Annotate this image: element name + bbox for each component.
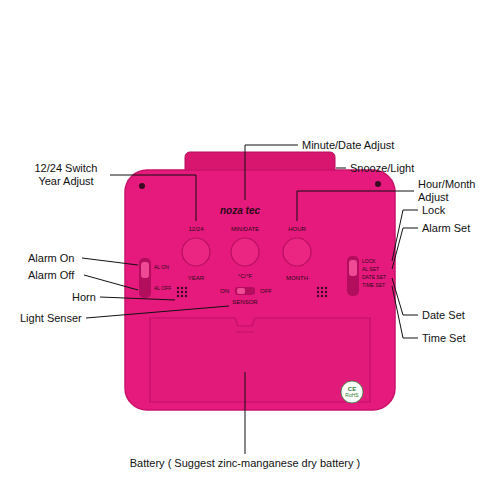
leader-line <box>110 175 196 221</box>
ce-sticker <box>341 381 363 403</box>
slide-switch <box>347 256 359 296</box>
sensor-switch <box>235 287 255 295</box>
speaker-grid <box>317 287 327 297</box>
switch-print: AL SET <box>362 267 379 273</box>
button-print: HOUR <box>288 226 306 233</box>
leader-line <box>82 258 138 265</box>
button-print: 12/24 <box>188 226 203 233</box>
switch-print: TIME SET <box>362 283 385 289</box>
brand-name: noza tec <box>220 205 260 217</box>
switch-knob <box>237 288 245 294</box>
switch-print: ON <box>220 288 229 295</box>
button <box>283 238 311 266</box>
callout-label: Alarm On <box>28 252 74 265</box>
callout-label: Hour/Month Adjust <box>418 178 490 203</box>
callout-label: Light Senser <box>20 312 82 325</box>
switch-print: OFF <box>260 288 272 295</box>
callout-label: Battery ( Suggest zinc-manganese dry bat… <box>130 457 361 470</box>
leader-line <box>245 372 246 454</box>
battery-door <box>150 318 370 402</box>
switch-print: AL OFF <box>154 286 171 292</box>
ce-mark: CE <box>348 386 356 393</box>
callout-label: 12/24 Switch Year Adjust <box>23 162 109 187</box>
speaker-grid <box>177 287 187 297</box>
leader-lines <box>82 145 418 454</box>
screw-hole <box>375 181 381 187</box>
callout-label: Horn <box>72 291 96 304</box>
leader-line <box>297 191 414 221</box>
screw-hole <box>139 183 145 189</box>
callout-label: Lock <box>422 204 445 217</box>
callout-label: Snooze/Light <box>350 162 414 175</box>
callout-label: Date Set <box>422 309 465 322</box>
leader-line <box>392 286 418 338</box>
switch-print: SENSOR <box>232 299 257 306</box>
switch-knob <box>349 260 357 276</box>
callout-label: Alarm Set <box>422 222 470 235</box>
leader-line <box>392 228 418 269</box>
leader-line <box>100 297 175 300</box>
slide-switch <box>139 258 151 298</box>
leader-line <box>336 168 346 169</box>
callout-label: Alarm Off <box>28 269 74 282</box>
callout-label: Minute/Date Adjust <box>302 139 394 152</box>
button <box>182 238 210 266</box>
button-print: MIN/DATE <box>231 226 259 233</box>
callout-label: Time Set <box>422 332 466 345</box>
switch-print: DATE SET <box>362 275 386 281</box>
button-print: MONTH <box>286 275 308 282</box>
leader-line <box>245 145 298 200</box>
rohs-mark: RoHS <box>345 393 358 399</box>
switch-print: LOCK <box>362 259 376 265</box>
switch-knob <box>141 262 149 278</box>
button <box>231 238 259 266</box>
leader-line <box>84 275 138 290</box>
housing <box>125 170 395 410</box>
switch-print: AL ON <box>154 265 169 271</box>
button-print: °C/°F <box>238 273 252 280</box>
leader-line <box>86 306 229 318</box>
button-print: YEAR <box>188 275 204 282</box>
door-grip <box>236 332 254 333</box>
leader-line <box>392 278 418 315</box>
